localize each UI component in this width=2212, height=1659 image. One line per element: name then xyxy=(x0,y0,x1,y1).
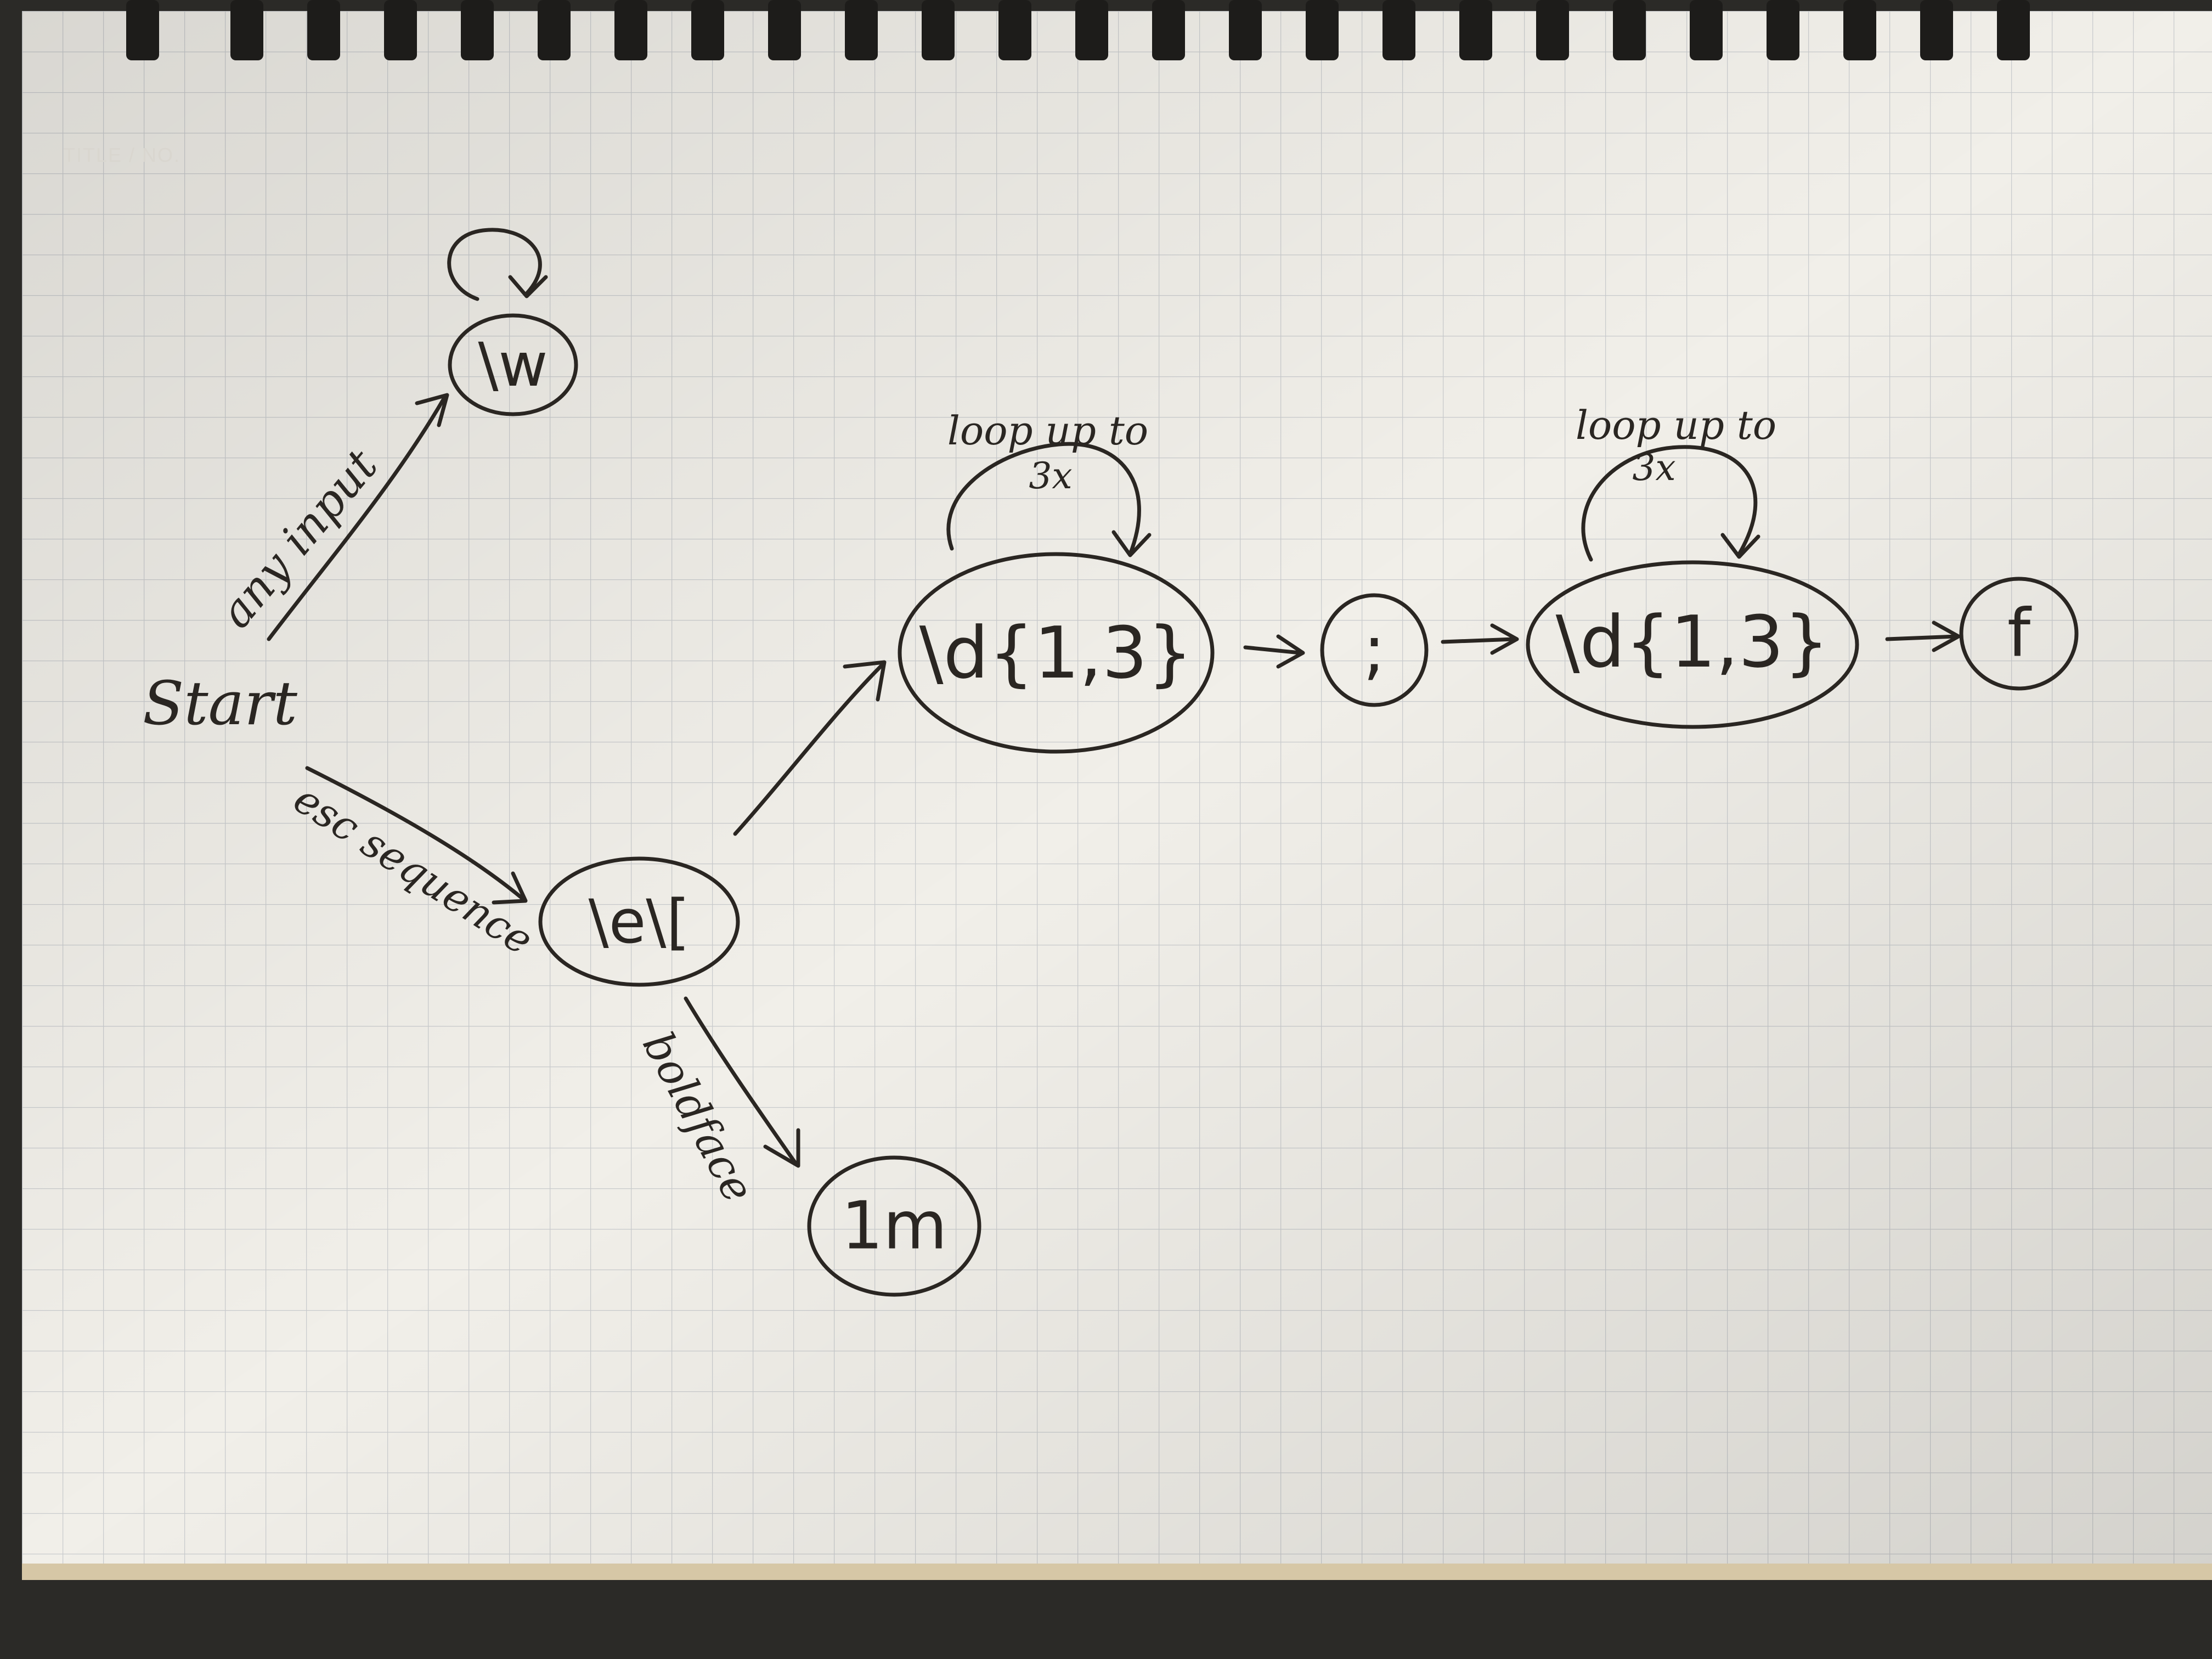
state-label-1m: 1m xyxy=(841,1188,947,1265)
state-node-d2: \d{1,3} xyxy=(1526,560,1859,729)
state-node-esc: \e\[ xyxy=(538,856,740,987)
loop-label-d1-line2: 3x xyxy=(1029,455,1072,497)
loop-label-d2-line2: 3x xyxy=(1632,447,1675,489)
state-node-f: f xyxy=(1959,577,2079,691)
state-node-semicolon: ; xyxy=(1320,593,1429,707)
edge-semicolon-to-d2 xyxy=(1441,623,1519,655)
start-label: Start xyxy=(143,668,298,738)
edge-d2-to-f xyxy=(1885,620,1961,652)
spiral-binding xyxy=(126,0,2030,60)
state-label-f: f xyxy=(2007,596,2032,672)
edge-esc-to-d1 xyxy=(733,660,887,836)
self-loop-d2: loop up to 3x xyxy=(1576,402,1776,562)
paper-sheet xyxy=(22,11,2212,1580)
page-header-label: TITLE / NO. xyxy=(63,144,180,166)
state-label-w: \w xyxy=(478,330,548,400)
state-node-d1: \d{1,3} xyxy=(898,552,1215,754)
state-node-w: \w xyxy=(448,313,578,416)
state-node-1m: 1m xyxy=(807,1155,981,1297)
state-label-d1: \d{1,3} xyxy=(919,611,1193,695)
state-label-d2: \d{1,3} xyxy=(1556,600,1829,684)
loop-label-d2-line1: loop up to xyxy=(1576,402,1776,448)
self-loop-w xyxy=(447,228,548,301)
state-label-esc: \e\[ xyxy=(589,887,690,957)
loop-label-d1-line1: loop up to xyxy=(947,408,1148,454)
self-loop-d1: loop up to 3x xyxy=(946,408,1152,557)
edge-d1-to-semicolon xyxy=(1243,634,1305,669)
state-label-semicolon: ; xyxy=(1363,612,1385,689)
